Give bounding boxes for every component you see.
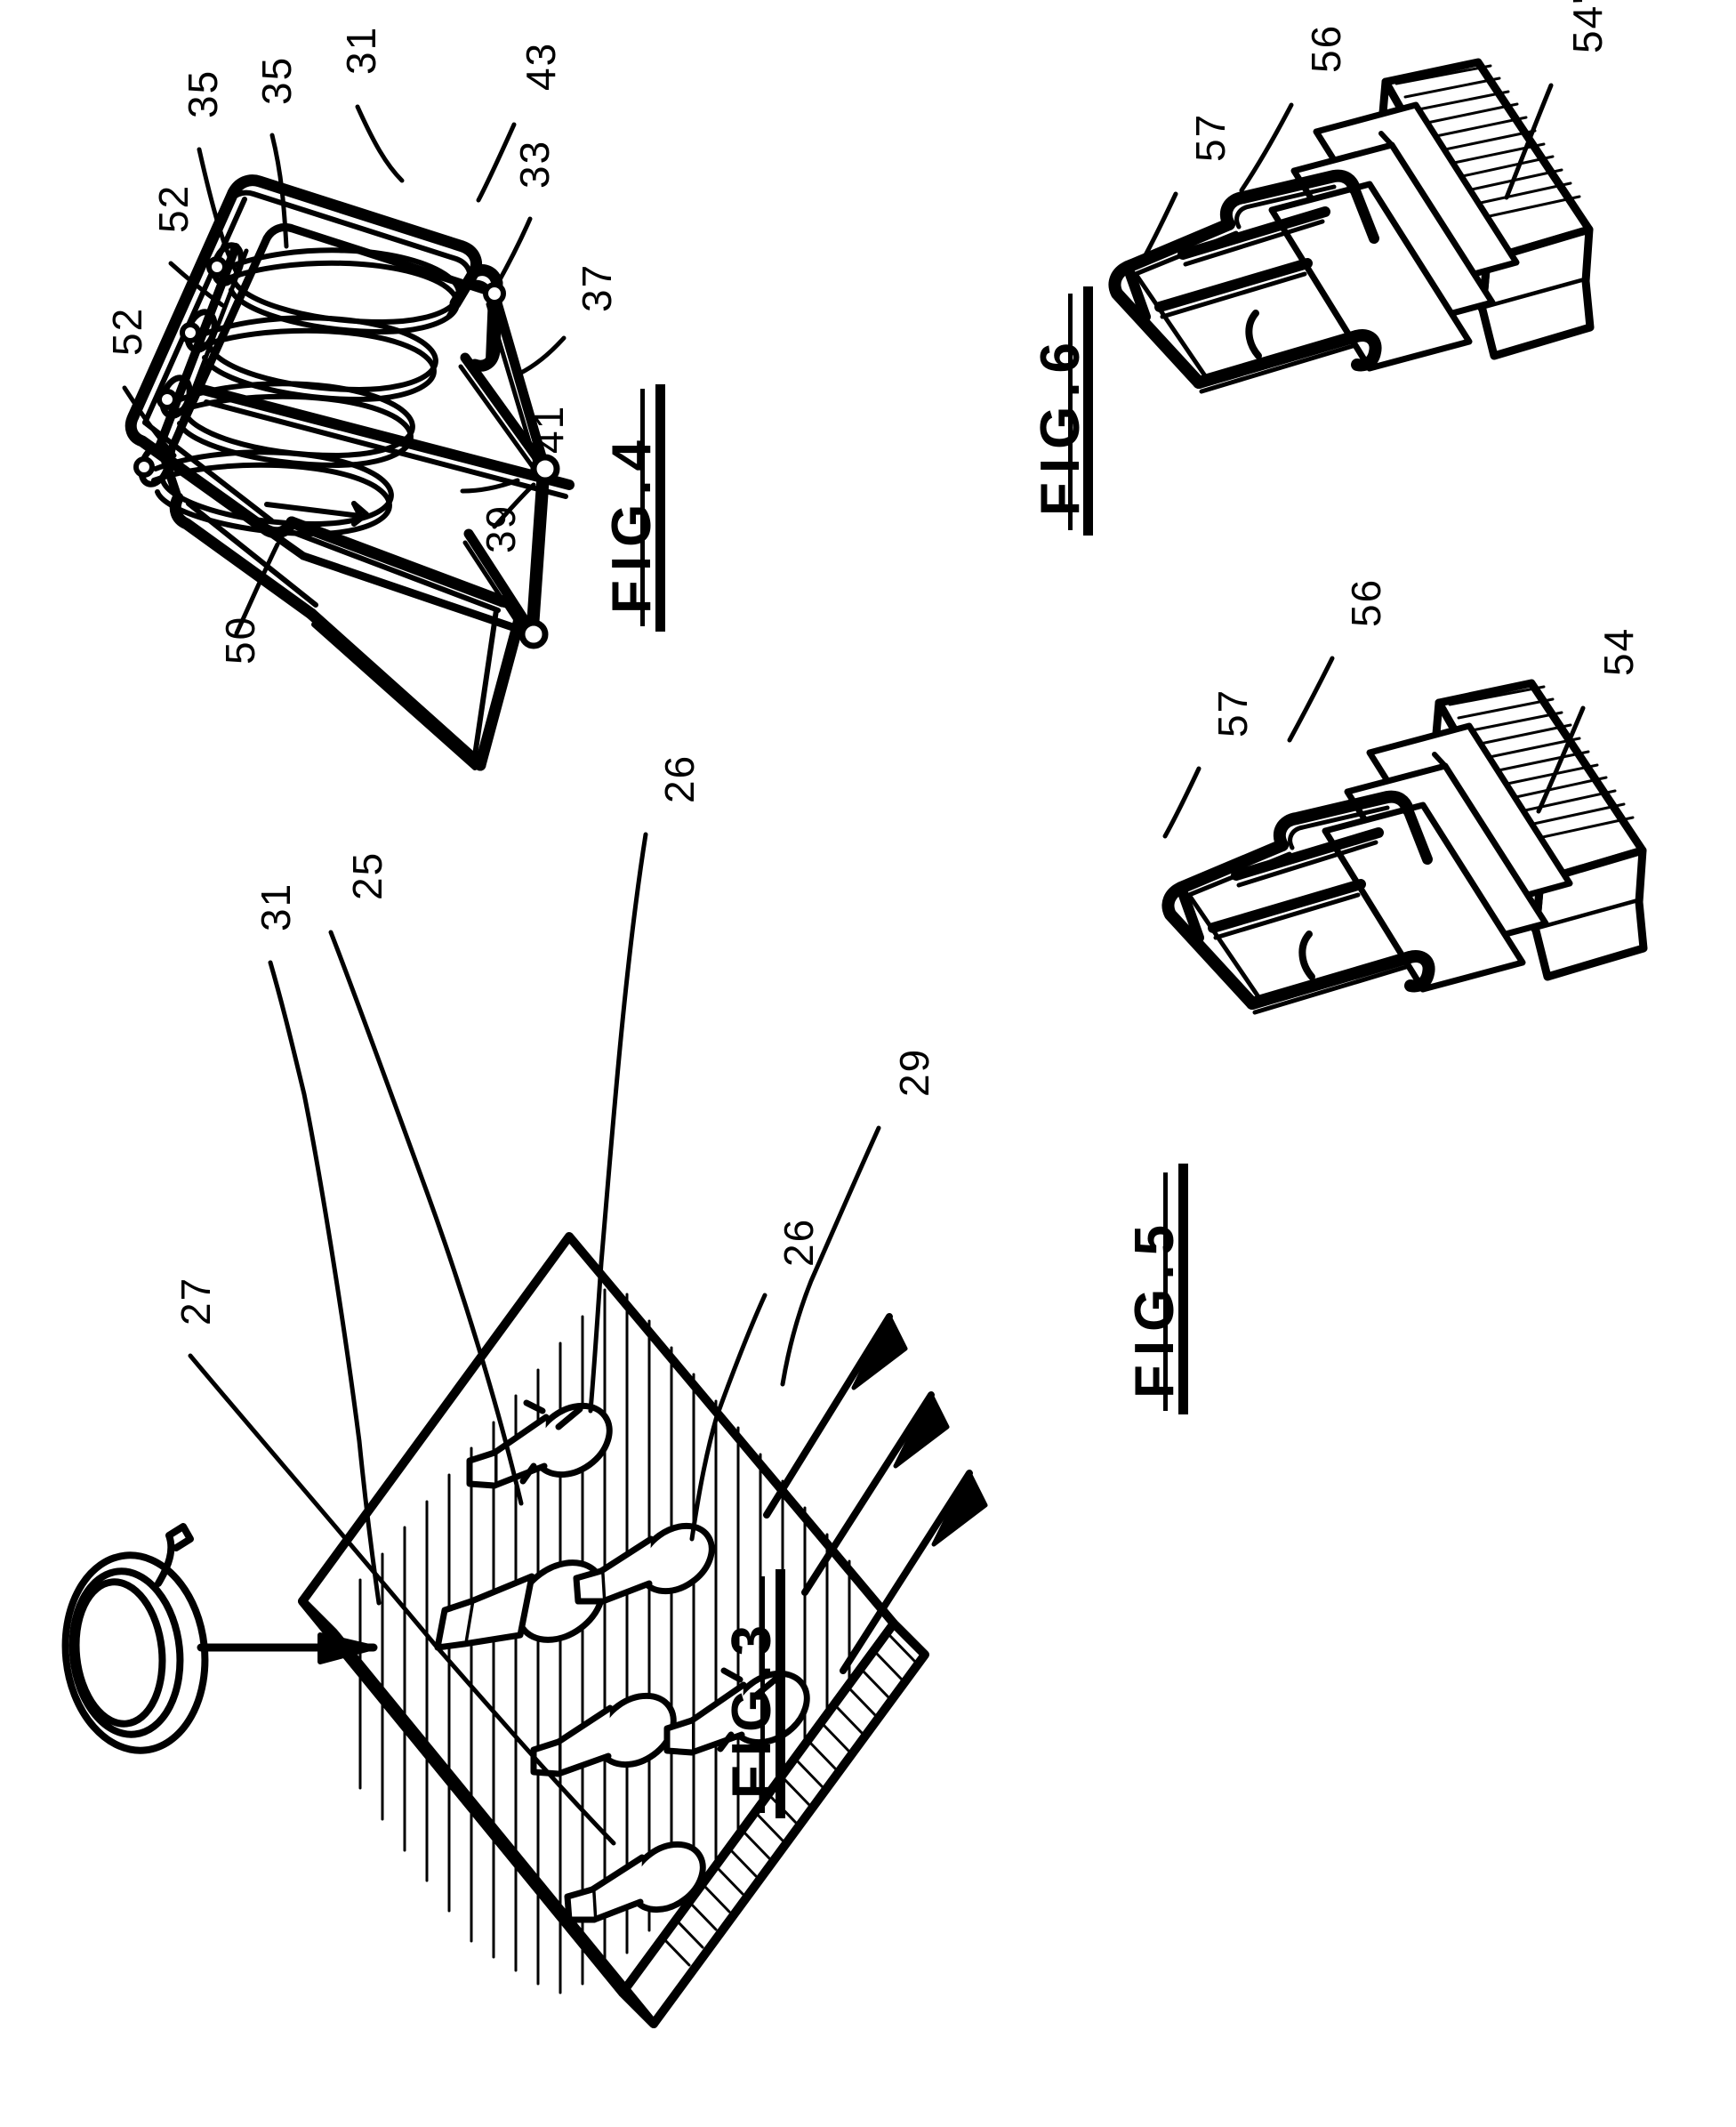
ref-numeral: 54 (1595, 626, 1642, 676)
ref-numeral: 57 (1187, 112, 1234, 162)
ref-numeral: 57 (1210, 688, 1256, 737)
ref-numeral: 52 (104, 306, 150, 356)
figure-caption-fig3: FIG.3 (721, 1615, 783, 1799)
ref-numeral: 35 (180, 68, 226, 118)
caption-rule-thick (1083, 286, 1093, 536)
caption-rule-thin (1163, 1172, 1168, 1411)
ref-numeral: 31 (253, 882, 299, 931)
ref-numeral: 52 (150, 183, 197, 233)
figure-caption-fig4: FIG.4 (601, 431, 663, 614)
ref-numeral: 33 (511, 139, 558, 189)
ref-numeral: 25 (344, 850, 390, 900)
fig3-artwork (61, 1232, 988, 2028)
caption-rule-thick (655, 384, 665, 632)
ref-numeral: 26 (776, 1217, 822, 1267)
ref-numeral: 35 (253, 55, 300, 105)
leader-lines (122, 83, 1586, 1846)
fig5-artwork (1161, 679, 1648, 1015)
ref-numeral: 31 (338, 25, 384, 75)
ref-numeral: 26 (656, 753, 703, 803)
ref-numeral: 50 (217, 615, 263, 665)
caption-rule-thick (1178, 1164, 1188, 1414)
ref-numeral: 43 (518, 41, 564, 91)
caption-rule-thick (776, 1569, 785, 1818)
ref-numeral: 54' (1564, 0, 1611, 53)
figure-caption-fig6: FIG.6 (1030, 333, 1091, 516)
ref-numeral: 56 (1343, 577, 1389, 627)
caption-rule-thin (1068, 294, 1073, 530)
ref-numeral: 56 (1303, 23, 1349, 73)
caption-rule-thin (640, 389, 645, 626)
figure-caption-fig5: FIG.5 (1124, 1215, 1185, 1398)
ref-numeral: 27 (173, 1276, 219, 1325)
ref-numeral: 39 (478, 504, 524, 553)
ref-numeral: 41 (526, 404, 572, 454)
fig6-artwork (1108, 58, 1595, 394)
ref-numeral: 29 (891, 1047, 937, 1097)
fig4-artwork (125, 174, 575, 771)
caption-rule-thin (760, 1576, 765, 1813)
ref-numeral: 37 (574, 262, 620, 312)
